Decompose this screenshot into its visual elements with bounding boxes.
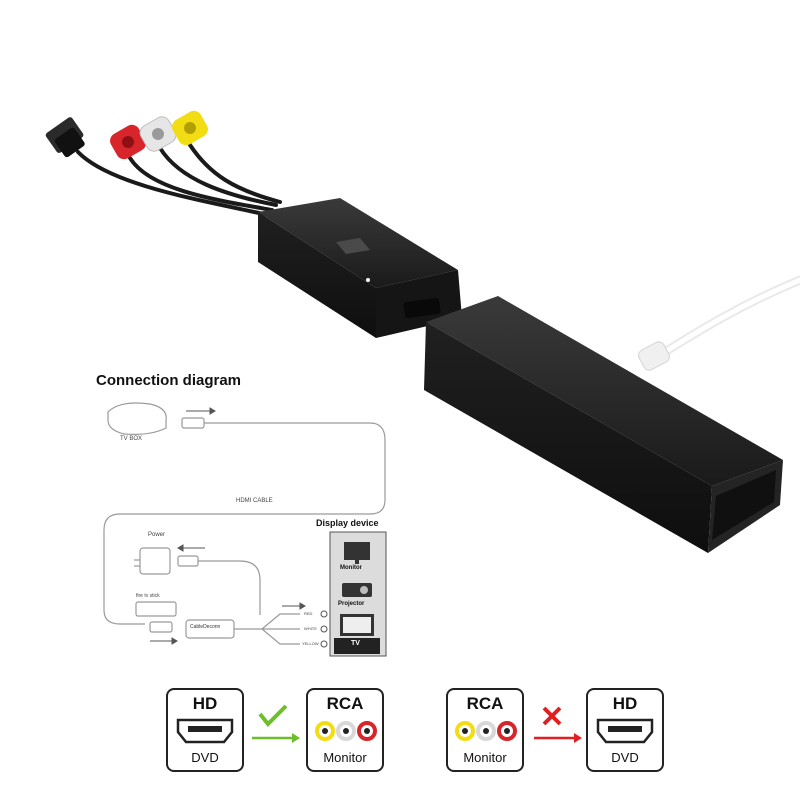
output-label-yellow: YELLOW	[302, 641, 319, 646]
monitor-icon	[344, 542, 370, 560]
power-adapter-icon	[139, 547, 171, 575]
badge-rca-monitor-source: RCA Monitor	[446, 688, 524, 772]
badge-head: RCA	[326, 694, 364, 713]
hdmi-port-icon	[596, 718, 654, 744]
usb-cable	[638, 275, 800, 371]
badge-hd-dvd-target: HD DVD	[586, 688, 664, 772]
rca-jack-icons	[320, 610, 328, 648]
badge-hd-dvd-source: HD DVD	[166, 688, 244, 772]
rca-plug-yellow	[172, 110, 208, 146]
badge-foot: DVD	[611, 750, 639, 765]
badge-foot: Monitor	[323, 750, 367, 765]
hdmi-cable-label: HDMI CABLE	[236, 498, 273, 504]
output-label-red: RED	[304, 611, 313, 616]
tv-box-label: TV BOX	[120, 436, 143, 442]
badge-head: RCA	[466, 694, 504, 713]
rca-plug-white	[139, 116, 177, 152]
fire-tv-stick-icon	[135, 601, 177, 617]
output-label-white: WHITE	[304, 626, 317, 631]
badge-rca-monitor-target: RCA Monitor	[306, 688, 384, 772]
display-device-title: Display device	[316, 518, 379, 528]
power-label: Power	[148, 532, 166, 538]
check-icon	[252, 704, 300, 743]
badge-head: HD	[192, 694, 218, 713]
hdmi-port-icon	[176, 718, 234, 744]
streaming-stick	[424, 296, 783, 553]
diagram-title: Connection diagram	[96, 372, 242, 389]
display-item-projector: Projector	[338, 601, 365, 607]
rca-plug-red	[110, 124, 146, 160]
fire-tv-stick-label: fire tv stick	[136, 593, 160, 599]
badge-foot: Monitor	[463, 750, 507, 765]
badge-head: HD	[612, 694, 638, 713]
tv-box-icon	[107, 402, 167, 435]
hdmi-plug	[45, 117, 85, 158]
hdmi-plug-icon	[181, 417, 205, 429]
cable-bundle	[76, 143, 282, 217]
converter-label: CableDeconn	[190, 624, 221, 630]
cross-icon	[534, 706, 582, 743]
display-item-monitor: Monitor	[340, 565, 362, 571]
rca-jacks-icon	[455, 721, 517, 741]
display-item-tv: TV	[351, 640, 360, 647]
rca-jacks-icon	[315, 721, 377, 741]
badge-foot: DVD	[191, 750, 219, 765]
display-device-panel	[329, 531, 387, 657]
